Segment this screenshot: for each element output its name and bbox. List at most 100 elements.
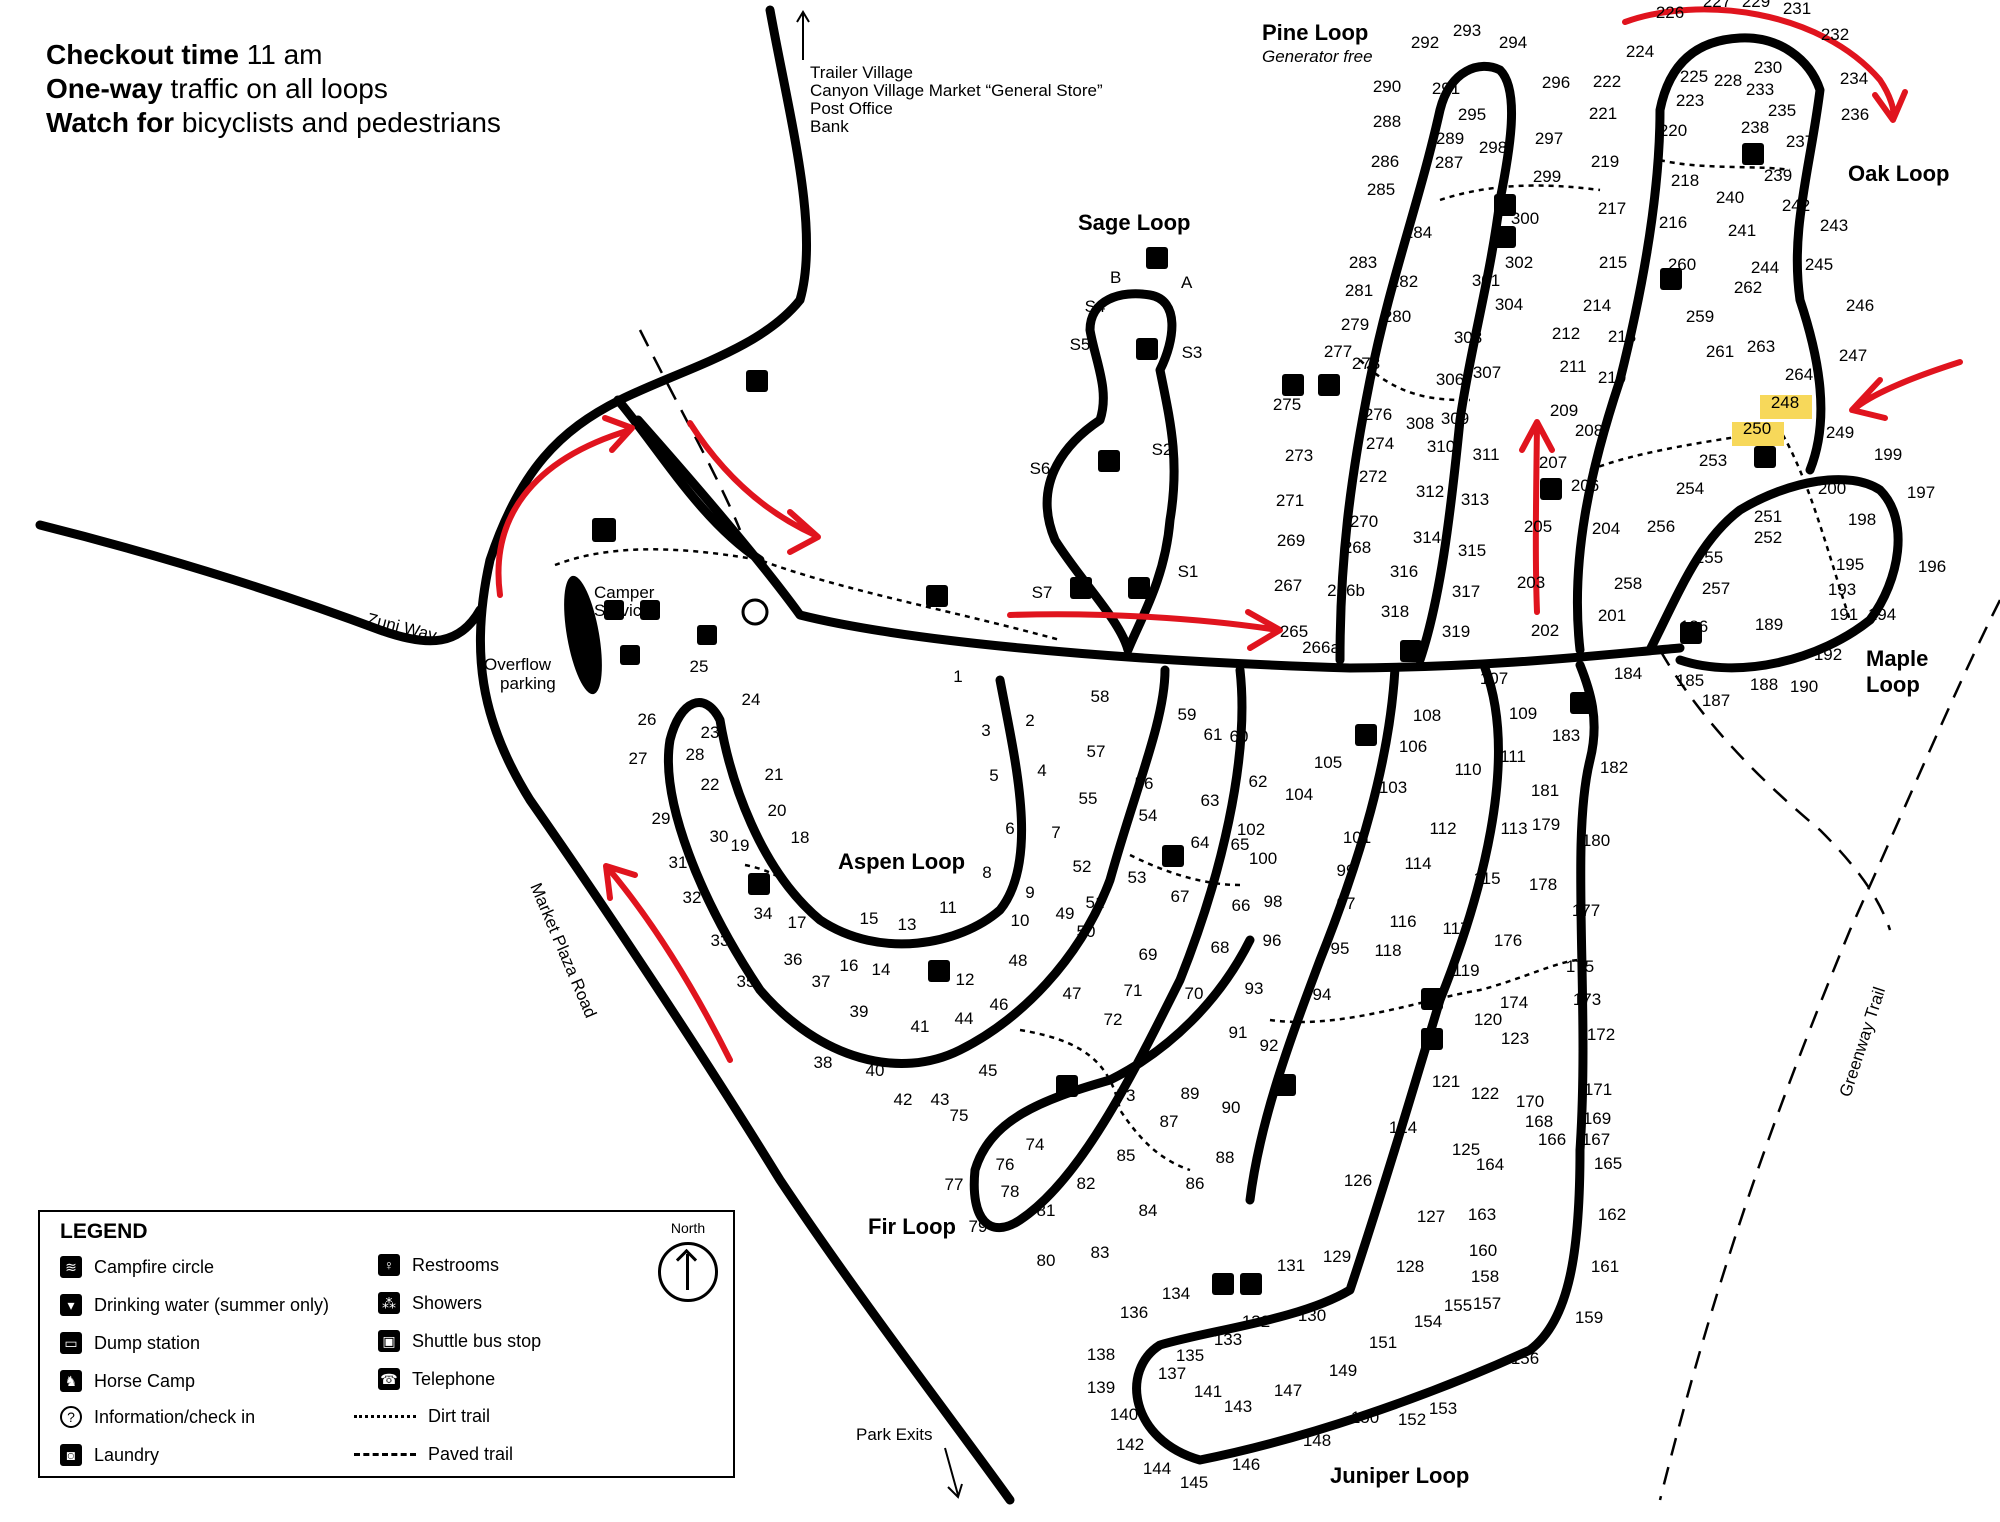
campsite-192: 192 [1814, 645, 1842, 664]
campsite-248: 248 [1771, 393, 1799, 412]
campsite-208: 208 [1575, 421, 1603, 440]
campsite-171: 171 [1584, 1080, 1612, 1099]
campsite-197: 197 [1907, 483, 1935, 502]
restrooms-icon [1742, 143, 1764, 165]
campsite-161: 161 [1591, 1257, 1619, 1276]
campsite-289: 289 [1436, 129, 1464, 148]
north-arrow-icon [658, 1242, 718, 1302]
campsite-88: 88 [1216, 1148, 1235, 1167]
juniper-loop-path [1132, 660, 1599, 1465]
campsite-19: 19 [731, 836, 750, 855]
red-annotation-arrows [495, 6, 1963, 1063]
campsite-185: 185 [1676, 671, 1704, 690]
campsite-153: 153 [1429, 1399, 1457, 1418]
laundry-icon: ◙ [60, 1444, 82, 1466]
campsite-156: 156 [1511, 1349, 1539, 1368]
drinking-water-icon [1136, 338, 1158, 360]
campsite-316: 316 [1390, 562, 1418, 581]
campsite-164: 164 [1476, 1155, 1504, 1174]
campsite-S7: S7 [1032, 583, 1053, 602]
laundry-icon [604, 600, 624, 620]
campsite-198: 198 [1848, 510, 1876, 529]
campsite-28: 28 [686, 745, 705, 764]
campsite-76: 76 [996, 1155, 1015, 1174]
campsite-312: 312 [1416, 482, 1444, 501]
campsite-250: 250 [1743, 419, 1771, 438]
campsite-82: 82 [1077, 1174, 1096, 1193]
drinking-water-icon [1274, 1074, 1296, 1096]
campsite-67: 67 [1171, 887, 1190, 906]
drinking-water-icon [1540, 478, 1562, 500]
campsite-300: 300 [1511, 209, 1539, 228]
campsite-S6: S6 [1030, 459, 1051, 478]
campsite-133: 133 [1214, 1330, 1242, 1349]
campsite-6: 6 [1005, 819, 1014, 838]
legend-dirt-trail: Dirt trail [354, 1406, 490, 1427]
campsite-236: 236 [1841, 105, 1869, 124]
fir-loop-label: Fir Loop [868, 1214, 956, 1239]
dump-station-icon: ▭ [60, 1332, 82, 1354]
campsite-178: 178 [1529, 875, 1557, 894]
campsite-106: 106 [1399, 737, 1427, 756]
campsite-64: 64 [1191, 833, 1210, 852]
legend-laundry: ◙Laundry [60, 1444, 159, 1466]
campsite-111: 111 [1500, 747, 1526, 766]
information-check-in-icon [741, 598, 769, 626]
campsite-94: 94 [1313, 985, 1332, 1004]
campsite-188: 188 [1750, 675, 1778, 694]
campsite-97: 97 [1337, 894, 1356, 913]
campsite-181: 181 [1531, 781, 1559, 800]
campsite-222: 222 [1593, 72, 1621, 91]
campsite-128: 128 [1396, 1257, 1424, 1276]
campsite-101: 101 [1343, 828, 1371, 847]
campsite-S3: S3 [1182, 343, 1203, 362]
campsite-34: 34 [754, 904, 773, 923]
campsite-24: 24 [742, 690, 761, 709]
campsite-130: 130 [1298, 1306, 1326, 1325]
campsite-4: 4 [1037, 761, 1046, 780]
campsite-108: 108 [1413, 706, 1441, 725]
campsite-296: 296 [1542, 73, 1570, 92]
campsite-159: 159 [1575, 1308, 1603, 1327]
campsite-270: 270 [1350, 512, 1378, 531]
campsite-298: 298 [1479, 138, 1507, 157]
campsite-116: 116 [1389, 912, 1416, 931]
campsite-167: 167 [1582, 1130, 1610, 1149]
campsite-255: 255 [1695, 548, 1723, 567]
campsite-317: 317 [1452, 582, 1480, 601]
drinking-water-icon [1318, 374, 1340, 396]
drinking-water-icon [1680, 622, 1702, 644]
campsite-68: 68 [1211, 938, 1230, 957]
campsite-237: 237 [1786, 132, 1814, 151]
destination-3: Post Office [810, 99, 893, 118]
drinking-water-icon [1212, 1273, 1234, 1295]
campsite-283: 283 [1349, 253, 1377, 272]
campsite-282: 282 [1390, 272, 1418, 291]
campsite-223: 223 [1676, 91, 1704, 110]
campsite-163: 163 [1468, 1205, 1496, 1224]
campsite-224: 224 [1626, 42, 1654, 61]
campsite-187: 187 [1702, 691, 1730, 710]
campsite-148: 148 [1303, 1431, 1331, 1450]
shuttle-bus-stop-icon [746, 370, 768, 392]
campsite-37: 37 [812, 972, 831, 991]
campsite-104: 104 [1285, 785, 1313, 804]
campsite-144: 144 [1143, 1459, 1171, 1478]
campsite-275: 275 [1273, 395, 1301, 414]
campsite-231: 231 [1783, 0, 1811, 18]
campsite-36: 36 [784, 950, 803, 969]
generator-free-label: Generator free [1262, 47, 1373, 66]
restrooms-icon [1282, 374, 1304, 396]
campsite-136: 136 [1120, 1303, 1148, 1322]
information-icon: ? [60, 1406, 82, 1428]
campsite-221: 221 [1589, 104, 1617, 123]
campsite-285: 285 [1367, 180, 1395, 199]
pine-loop-label: Pine Loop [1262, 20, 1368, 45]
campsite-247: 247 [1839, 346, 1867, 365]
campsite-143: 143 [1224, 1397, 1252, 1416]
campsite-309: 309 [1441, 409, 1469, 428]
campsite-265: 265 [1280, 622, 1308, 641]
campsite-155: 155 [1444, 1296, 1472, 1315]
campsite-66: 66 [1232, 896, 1251, 915]
campsite-262: 262 [1734, 278, 1762, 297]
